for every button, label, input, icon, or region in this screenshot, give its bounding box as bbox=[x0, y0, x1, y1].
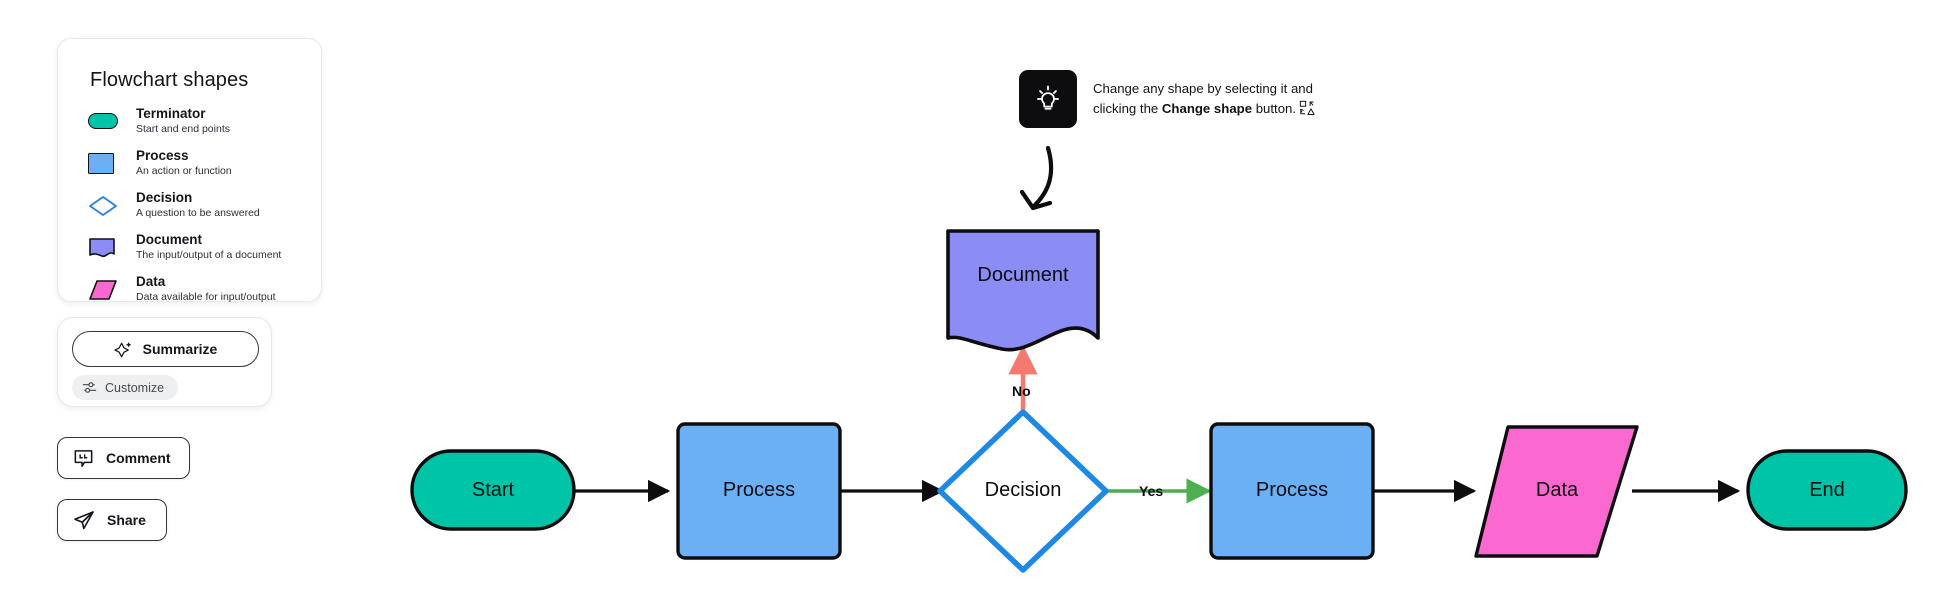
tooltip-line1: Change any shape by selecting it and bbox=[1093, 81, 1313, 96]
flow-node-process1[interactable] bbox=[676, 422, 842, 560]
sliders-icon bbox=[82, 382, 97, 393]
flow-node-decision[interactable] bbox=[937, 409, 1109, 573]
flow-node-end[interactable] bbox=[1746, 449, 1908, 531]
flow-node-process2-label: Process bbox=[1255, 479, 1329, 501]
comment-label: Comment bbox=[106, 450, 171, 466]
summarize-label: Summarize bbox=[142, 341, 218, 357]
tooltip-line2-bold: Change shape bbox=[1161, 101, 1253, 116]
ai-assist-panel: Summarize Customize bbox=[57, 317, 272, 407]
flow-node-data[interactable] bbox=[1474, 425, 1639, 558]
edge-label-yes: Yes bbox=[1139, 483, 1164, 499]
flow-node-start-label: Start bbox=[471, 479, 515, 501]
tooltip-line2-suffix: button. bbox=[1252, 101, 1297, 116]
legend-panel: Flowchart shapes Terminator Start and en… bbox=[57, 38, 322, 304]
legend-item-document: Document The input/output of a document bbox=[88, 232, 299, 262]
flow-node-process2[interactable] bbox=[1209, 422, 1375, 560]
customize-label: Customize bbox=[105, 380, 165, 395]
tooltip-text: Change any shape by selecting it and cli… bbox=[1093, 79, 1338, 119]
comment-button[interactable]: Comment bbox=[57, 437, 190, 479]
share-button[interactable]: Share bbox=[57, 499, 167, 541]
legend-item-name: Data bbox=[136, 274, 166, 289]
process-shape-icon bbox=[88, 150, 122, 176]
legend-item-name: Terminator bbox=[136, 106, 206, 121]
legend-item-terminator: Terminator Start and end points bbox=[88, 106, 299, 136]
terminator-shape-icon bbox=[88, 108, 122, 134]
flow-node-data-label: Data bbox=[1535, 479, 1579, 501]
legend-item-desc: A question to be answered bbox=[136, 207, 260, 219]
curved-arrow-down-icon bbox=[1019, 145, 1054, 211]
change-shape-icon bbox=[1299, 100, 1315, 115]
tooltip-icon-tile bbox=[1019, 70, 1077, 128]
legend-item-desc: Start and end points bbox=[136, 123, 230, 135]
flow-node-document-label: Document bbox=[977, 264, 1069, 286]
flow-node-end-label: End bbox=[1809, 479, 1845, 501]
comment-bubble-icon bbox=[74, 449, 93, 467]
sparkle-icon bbox=[113, 341, 132, 357]
legend-item-name: Process bbox=[136, 148, 189, 163]
legend-item-name: Document bbox=[136, 232, 203, 247]
flow-node-document[interactable] bbox=[946, 229, 1100, 352]
edge-label-no: No bbox=[1012, 383, 1031, 399]
decision-shape-icon bbox=[88, 192, 122, 218]
document-shape-icon bbox=[88, 234, 122, 260]
tooltip-line2-prefix: clicking the bbox=[1093, 101, 1162, 116]
legend-item-name: Decision bbox=[136, 190, 193, 205]
data-shape-icon bbox=[88, 276, 122, 302]
legend-item-decision: Decision A question to be answered bbox=[88, 190, 299, 220]
legend-item-process: Process An action or function bbox=[88, 148, 299, 178]
paper-plane-icon bbox=[74, 511, 94, 530]
share-label: Share bbox=[107, 512, 146, 528]
flow-node-process1-label: Process bbox=[722, 479, 796, 501]
legend-item-desc: An action or function bbox=[136, 165, 232, 177]
customize-button[interactable]: Customize bbox=[72, 375, 179, 400]
legend-item-data: Data Data available for input/output bbox=[88, 274, 299, 304]
legend-item-desc: The input/output of a document bbox=[136, 249, 282, 261]
flow-node-decision-label: Decision bbox=[984, 479, 1062, 501]
summarize-button[interactable]: Summarize bbox=[72, 331, 259, 367]
flow-node-start[interactable] bbox=[410, 449, 576, 531]
legend-item-desc: Data available for input/output bbox=[136, 291, 276, 303]
lightbulb-icon bbox=[1037, 85, 1059, 110]
legend-title: Flowchart shapes bbox=[90, 69, 249, 91]
